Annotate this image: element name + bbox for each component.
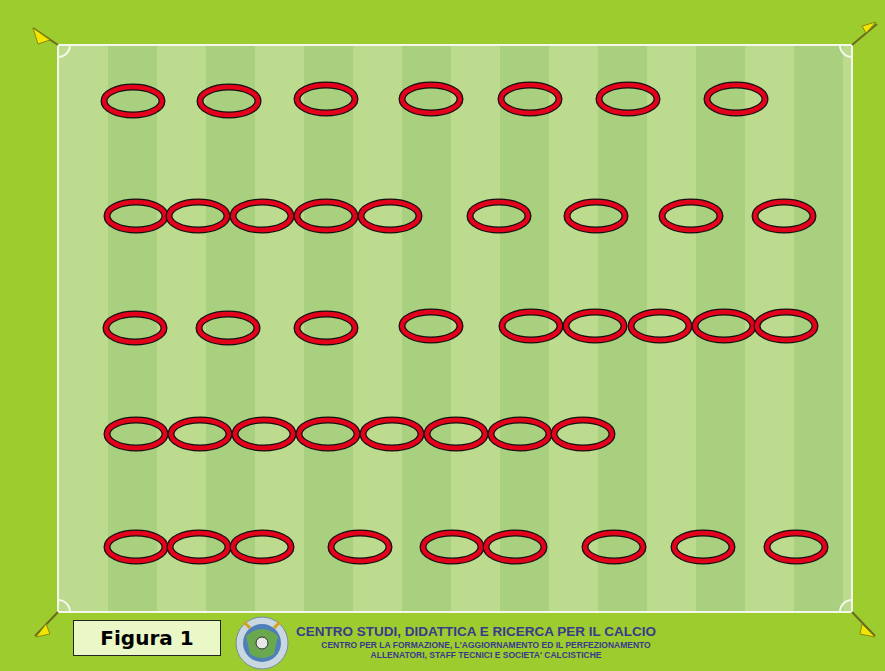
- hoop: [554, 420, 612, 448]
- hoop: [104, 87, 162, 115]
- hoop: [402, 85, 460, 113]
- hoop: [423, 533, 481, 561]
- hoop: [299, 420, 357, 448]
- hoop: [107, 533, 165, 561]
- corner-arcs: [58, 45, 852, 612]
- hoop: [662, 202, 720, 230]
- hoop: [169, 202, 227, 230]
- hoop: [233, 533, 291, 561]
- hoop: [674, 533, 732, 561]
- hoop: [585, 533, 643, 561]
- hoop: [297, 314, 355, 342]
- touch-line: [58, 45, 852, 612]
- hoop: [427, 420, 485, 448]
- hoop: [566, 312, 624, 340]
- hoop: [402, 312, 460, 340]
- hoop: [361, 202, 419, 230]
- hoop: [501, 85, 559, 113]
- hoop: [363, 420, 421, 448]
- hoop: [297, 85, 355, 113]
- hoop: [235, 420, 293, 448]
- hoop: [171, 420, 229, 448]
- hoop: [695, 312, 753, 340]
- hoop: [233, 202, 291, 230]
- footer-heading: CENTRO STUDI, DIDATTICA E RICERCA PER IL…: [296, 624, 696, 640]
- hoop: [599, 85, 657, 113]
- hoop: [170, 533, 228, 561]
- hoop: [757, 312, 815, 340]
- hoop-rings: [104, 85, 825, 561]
- corner-flags: [33, 22, 877, 637]
- figure-label-box: Figura 1: [73, 620, 221, 656]
- hoop: [199, 314, 257, 342]
- hoop: [707, 85, 765, 113]
- hoop: [470, 202, 528, 230]
- hoop: [486, 533, 544, 561]
- hoop: [755, 202, 813, 230]
- hoop: [631, 312, 689, 340]
- hoop: [106, 314, 164, 342]
- hoop: [491, 420, 549, 448]
- hoop: [107, 202, 165, 230]
- hoop: [502, 312, 560, 340]
- hoop: [767, 533, 825, 561]
- pitch-stripes: [58, 45, 852, 612]
- hoop: [567, 202, 625, 230]
- footer-subheading: CENTRO PER LA FORMAZIONE, L'AGGIORNAMENT…: [296, 641, 676, 661]
- hoop: [200, 87, 258, 115]
- hoop: [297, 202, 355, 230]
- figure-title: Figura 1: [100, 626, 193, 650]
- club-logo: [236, 617, 288, 669]
- hoop: [107, 420, 165, 448]
- hoop: [331, 533, 389, 561]
